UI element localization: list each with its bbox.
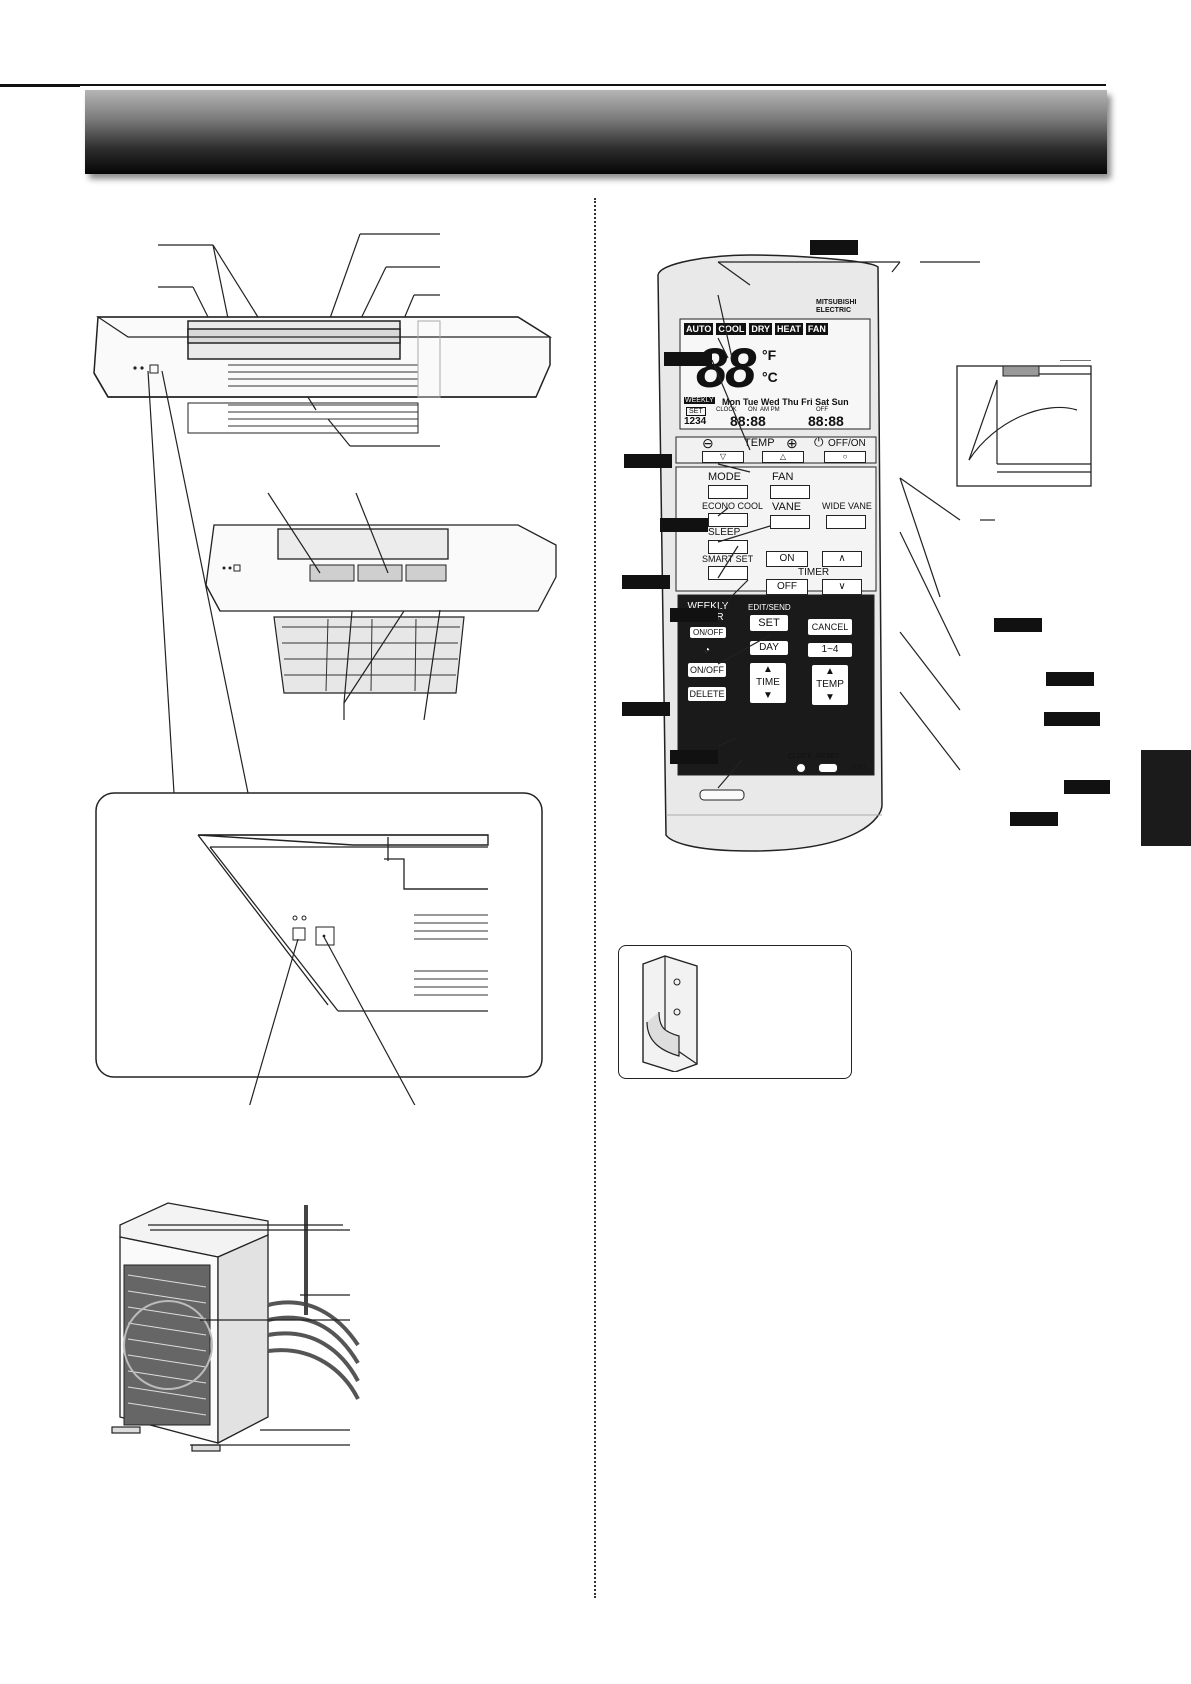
clock-icon: ◔: [704, 645, 711, 656]
lcd-unit-f: °F: [762, 347, 777, 363]
mode-label: MODE: [708, 471, 741, 483]
lcd-weekly-tag: WEEKLY: [684, 397, 715, 404]
timer-down-button[interactable]: ∨: [822, 579, 862, 595]
header-rule-stub: [0, 84, 80, 87]
delete-button[interactable]: DELETE: [688, 687, 726, 701]
lcd-slots: 1234: [684, 416, 707, 427]
temp-label: TEMP: [744, 437, 775, 449]
temp-down-icon: ⊖: [702, 435, 714, 451]
econo-cool-label: ECONO COOL: [702, 501, 764, 511]
reset-button[interactable]: [818, 763, 838, 773]
lcd-clock-label: CLOCK: [716, 407, 737, 413]
lcd-temp-digits: 88: [696, 336, 756, 399]
one-four-button[interactable]: 1~4: [808, 643, 852, 657]
remote-holder-box: [618, 945, 852, 1079]
edit-send-label: EDIT/SEND: [748, 603, 791, 612]
sleep-button[interactable]: [708, 540, 748, 554]
fan-label: FAN: [772, 471, 794, 483]
vane-label: VANE: [772, 501, 802, 513]
remote-holder-icon: [642, 955, 698, 1072]
timer-up-button[interactable]: ∧: [822, 551, 862, 567]
temp-up-button[interactable]: △: [762, 451, 804, 463]
lcd-mode-cool: COOL: [716, 323, 747, 335]
outdoor-leaders: [150, 1229, 350, 1446]
smart-set-button[interactable]: [708, 566, 748, 580]
off-on-button[interactable]: ○: [824, 451, 866, 463]
clock-button[interactable]: [796, 763, 806, 773]
header-rule: [0, 84, 1106, 86]
lcd-mode-row: AUTO COOL DRY HEAT FAN: [684, 323, 828, 335]
cancel-button[interactable]: CANCEL: [808, 619, 852, 635]
weekly-on-off-button[interactable]: ON/OFF: [690, 627, 727, 638]
fan-button[interactable]: [770, 485, 810, 499]
lcd-unit-c: °C: [762, 369, 778, 385]
set-button[interactable]: SET: [750, 615, 788, 631]
lcd-mode-heat: HEAT: [775, 323, 803, 335]
temp-up-icon: ⊕: [786, 435, 798, 451]
lcd-set-tag: SET: [686, 407, 706, 416]
timer-off-button[interactable]: OFF: [766, 579, 808, 595]
lcd-days: Mon Tue Wed Thu Fri Sat Sun: [722, 397, 849, 407]
power-icon: ⏻: [814, 435, 824, 449]
lcd-on-label: ON: [748, 407, 757, 413]
wide-vane-label: WIDE VANE: [822, 501, 872, 511]
wide-vane-button[interactable]: [826, 515, 866, 529]
remote-callouts: [622, 240, 1110, 826]
outdoor-unit-figure: [111, 1202, 360, 1452]
sleep-label: SLEEP: [708, 527, 741, 538]
lcd-ampm: AM PM: [760, 407, 780, 413]
clock-label: CLOCK: [788, 753, 813, 760]
timer-on-button[interactable]: ON: [766, 551, 808, 567]
lcd-off-label: OFF: [816, 407, 828, 413]
section-header-band: [85, 90, 1107, 174]
time-button[interactable]: ▲TIME▼: [750, 663, 786, 703]
day-button[interactable]: DAY: [750, 641, 788, 655]
off-on-label: OFF/ON: [828, 438, 866, 449]
econo-cool-button[interactable]: [708, 513, 748, 527]
vane-angle-figure: [956, 360, 1092, 487]
lcd-mode-fan: FAN: [805, 323, 828, 335]
reset-label: RESET: [816, 753, 840, 760]
column-divider: [594, 198, 596, 1598]
battery-icon: ▭↓: [852, 761, 867, 772]
remote-controller: MITSUBISHI ELECTRIC AUTO COOL DRY HEAT F…: [620, 245, 910, 865]
indoor-unit-front-panel: [93, 316, 551, 398]
temp-down-button[interactable]: ▽: [702, 451, 744, 463]
chapter-tab: [1141, 750, 1191, 846]
weekly-temp-button[interactable]: ▲TEMP▼: [812, 665, 848, 705]
brand-logo: MITSUBISHI ELECTRIC: [816, 299, 857, 314]
timer-label: TIMER: [798, 567, 830, 578]
smart-set-label: SMART SET: [702, 554, 754, 564]
lcd-mode-dry: DRY: [749, 323, 773, 335]
mode-button[interactable]: [708, 485, 748, 499]
timer-on-off-button[interactable]: ON/OFF: [688, 663, 726, 677]
indoor-unit-figure: [93, 233, 557, 1105]
lcd-timer-right: 88:88: [808, 413, 844, 429]
lcd-mode-auto: AUTO: [684, 323, 714, 335]
vane-button[interactable]: [770, 515, 810, 529]
